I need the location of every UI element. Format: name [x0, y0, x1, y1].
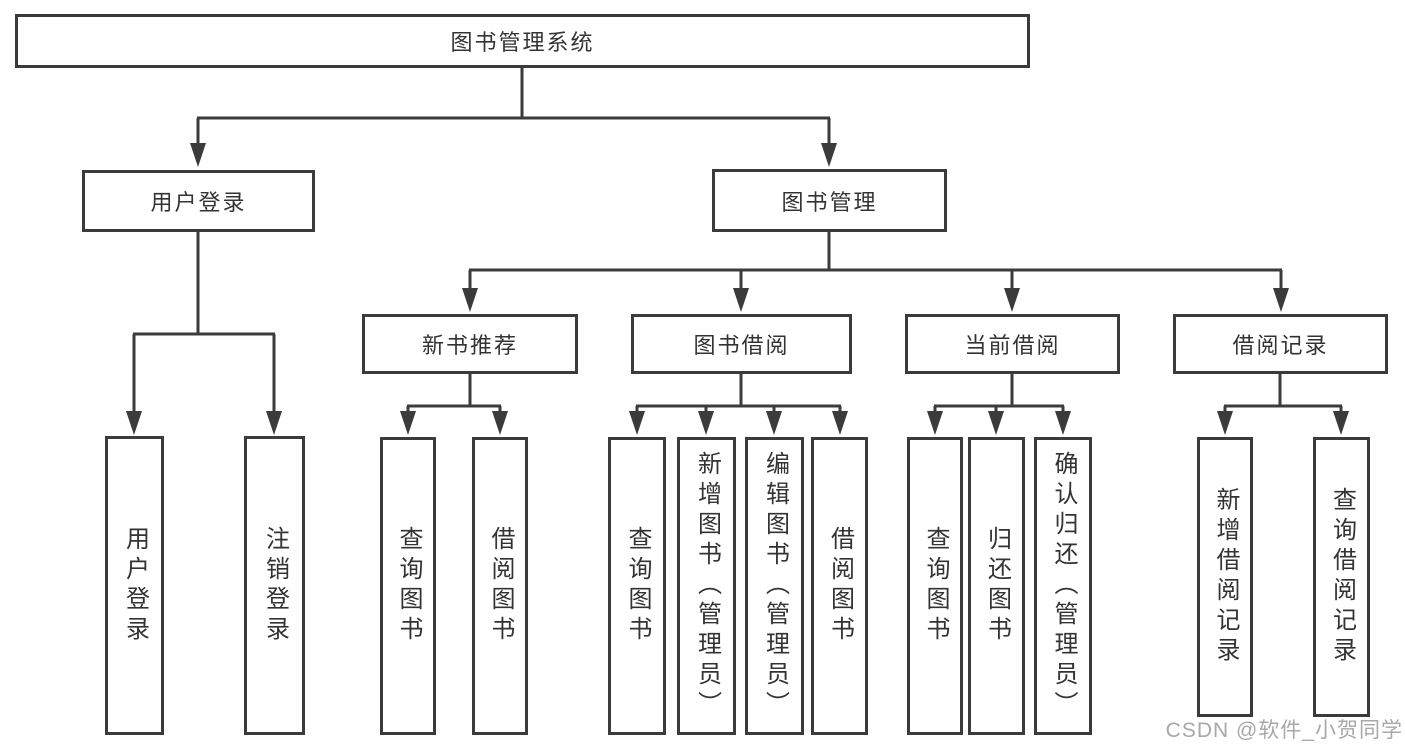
leaf-label: 借阅图书: [826, 526, 854, 646]
leaf-borrow-books-recommend: 借阅图书: [472, 437, 528, 735]
leaf-query-books-recommend: 查询图书: [380, 437, 436, 735]
leaf-label: 用户登录: [121, 525, 149, 646]
connector-book-management-children: [462, 232, 1289, 312]
leaf-return-book: 归还图书: [968, 437, 1025, 735]
connector-book-borrow-children: [629, 374, 848, 435]
leaf-borrow-books: 借阅图书: [811, 437, 868, 735]
leaf-edit-book-admin: 编辑图书（管理员）: [745, 437, 804, 735]
node-book-management: 图书管理: [712, 169, 947, 232]
connector-new-book-children: [400, 374, 508, 435]
leaf-label: 确认归还（管理员）: [1050, 451, 1077, 721]
leaf-query-books-current: 查询图书: [907, 437, 963, 735]
connector-user-login-children: [126, 232, 282, 435]
leaf-user-login: 用户登录: [105, 436, 164, 735]
leaf-label: 归还图书: [983, 526, 1011, 646]
node-user-login: 用户登录: [82, 170, 315, 232]
leaf-label: 新增借阅记录: [1212, 487, 1239, 667]
node-current-borrow: 当前借阅: [905, 314, 1120, 374]
connector-borrow-records-children: [1217, 374, 1349, 435]
leaf-label: 查询借阅记录: [1328, 487, 1356, 667]
leaf-query-books-borrow: 查询图书: [608, 437, 666, 735]
leaf-add-borrow-record: 新增借阅记录: [1197, 437, 1253, 717]
node-book-borrow: 图书借阅: [631, 314, 852, 374]
leaf-add-book-admin: 新增图书（管理员）: [677, 437, 736, 735]
leaf-label: 注销登录: [261, 525, 289, 646]
leaf-label: 借阅图书: [487, 526, 514, 646]
leaf-label: 编辑图书（管理员）: [761, 451, 789, 721]
leaf-label: 查询图书: [922, 526, 949, 646]
leaf-label: 查询图书: [624, 526, 651, 646]
leaf-query-borrow-record: 查询借阅记录: [1313, 437, 1370, 717]
connector-root-to-level1: [190, 68, 837, 167]
node-library-management-system: 图书管理系统: [15, 14, 1030, 68]
node-new-book-recommend: 新书推荐: [362, 314, 578, 374]
connector-current-borrow-children: [927, 374, 1071, 435]
leaf-logout: 注销登录: [244, 436, 305, 735]
leaf-label: 新增图书（管理员）: [693, 451, 721, 721]
node-borrow-records: 借阅记录: [1173, 314, 1388, 374]
leaf-label: 查询图书: [395, 526, 422, 646]
csdn-watermark: CSDN @软件_小贺同学: [1165, 719, 1403, 742]
leaf-confirm-return-admin: 确认归还（管理员）: [1034, 437, 1092, 735]
